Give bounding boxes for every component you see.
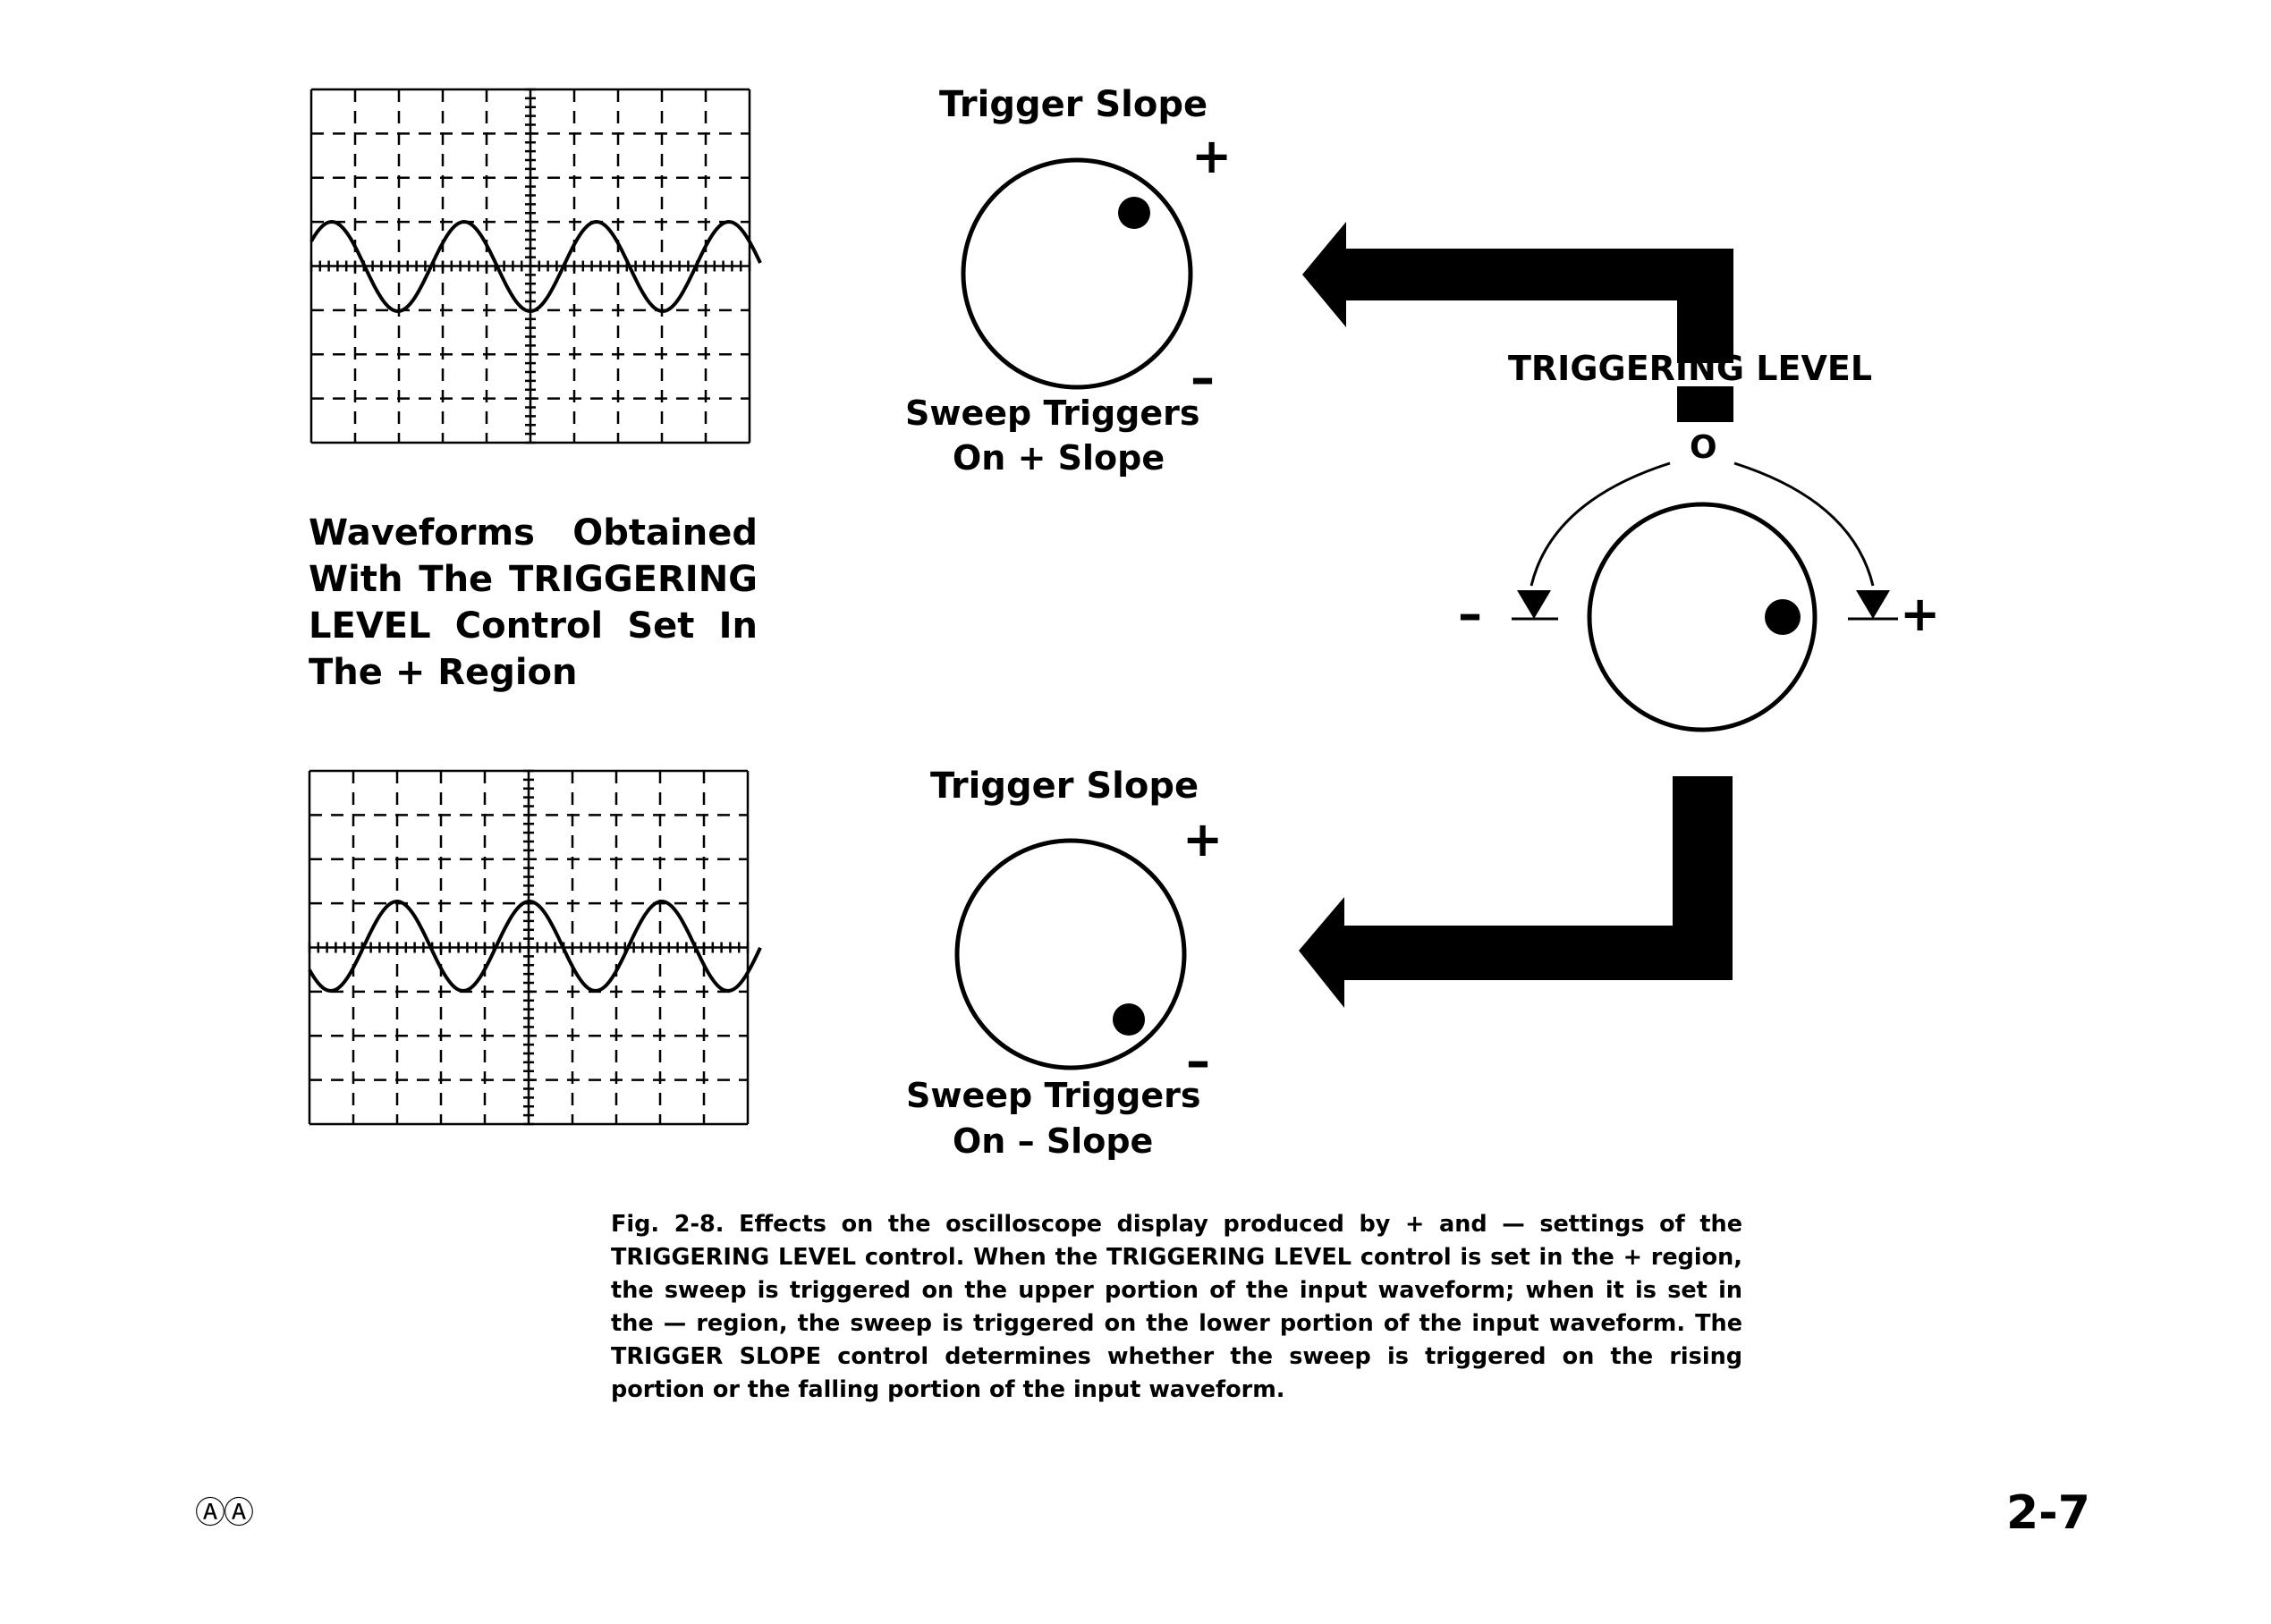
sweep-triggers-caption-top: Sweep Triggers (905, 393, 1200, 433)
trigger-slope-knob-bottom (954, 838, 1187, 1070)
plus-sign-bottom-knob: + (1182, 811, 1224, 867)
trigger-slope-title-top: Trigger Slope (939, 84, 1208, 125)
manual-revision-mark: ⒶⒶ (195, 1495, 254, 1531)
level-plus-sign: + (1900, 586, 1941, 642)
slope-caption-bottom: On – Slope (953, 1121, 1154, 1161)
waveform-top (309, 219, 762, 314)
sweep-triggers-caption-bottom: Sweep Triggers (906, 1076, 1201, 1115)
arrow-to-bottom-knob (1299, 776, 1733, 1008)
level-zero-label: O (1690, 429, 1717, 466)
waveform-bottom (308, 899, 762, 994)
minus-sign-top-knob: – (1191, 350, 1215, 406)
level-arrowhead-right (1856, 590, 1890, 619)
page-number: 2-7 (2006, 1486, 2090, 1540)
level-indicator-block (1677, 386, 1733, 422)
triggering-level-knob (1512, 461, 1898, 732)
minus-sign-bottom-knob: – (1186, 1033, 1210, 1089)
waveform-description-label: Waveforms Obtained With The TRIGGERING L… (309, 512, 758, 693)
level-arc-right (1733, 461, 1875, 587)
level-minus-sign: – (1458, 586, 1482, 642)
figure-caption: Fig. 2-8. Effects on the oscilloscope di… (611, 1211, 1742, 1403)
plus-sign-top-knob: + (1191, 128, 1233, 184)
level-arc-left (1530, 461, 1671, 587)
level-arrowhead-left (1517, 590, 1551, 619)
triggering-level-title: TRIGGERING LEVEL (1508, 349, 1873, 388)
trigger-slope-knob-top (961, 157, 1193, 390)
arrow-to-top-knob (1302, 222, 1733, 363)
oscilloscope-graticule-top (309, 88, 751, 444)
knob-indicator-dot (1113, 1003, 1145, 1036)
slope-caption-top: On + Slope (953, 438, 1165, 478)
trigger-slope-title-bottom: Trigger Slope (930, 765, 1199, 807)
oscilloscope-graticule-bottom (308, 769, 750, 1126)
knob-indicator-dot (1118, 197, 1150, 229)
knob-indicator-dot (1765, 599, 1801, 635)
